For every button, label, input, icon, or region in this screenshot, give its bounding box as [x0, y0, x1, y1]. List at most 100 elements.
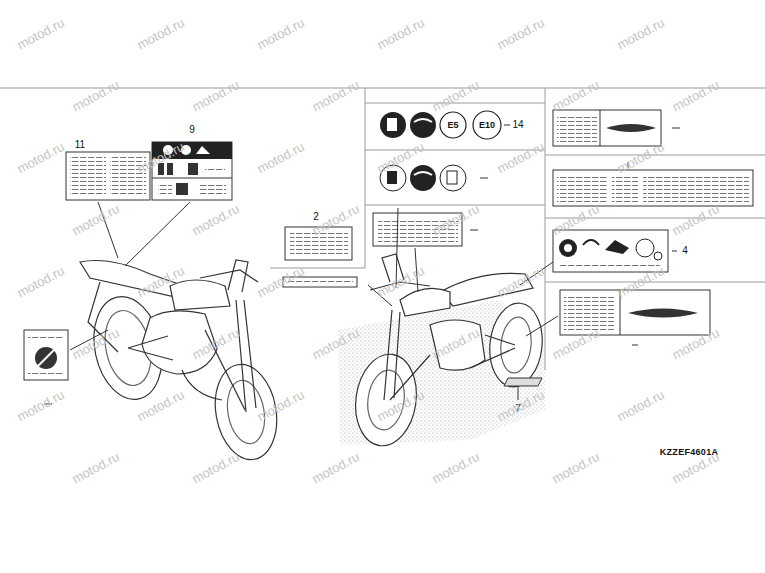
- fuel-label-icons-part: [410, 165, 436, 191]
- right-stickers-part: [553, 110, 661, 146]
- callout-number: 14: [512, 120, 523, 130]
- left-motorcycle-part: [200, 270, 258, 282]
- label-9-sticker-part: [176, 183, 188, 195]
- watermark: motod.ru: [190, 326, 241, 362]
- left-leader-lines: [70, 202, 190, 350]
- watermark: motod.ru: [70, 202, 121, 238]
- watermark: motod.ru: [430, 78, 481, 114]
- watermark: motod.ru: [310, 326, 361, 362]
- watermark: motod.ru: [135, 140, 186, 176]
- watermark: motod.ru: [310, 78, 361, 114]
- watermark: motod.ru: [615, 16, 666, 52]
- watermark: motod.ru: [15, 140, 66, 176]
- right-stickers-part: [557, 114, 597, 142]
- watermark: motod.ru: [255, 388, 306, 424]
- watermark: motod.ru: [70, 326, 121, 362]
- watermark: motod.ru: [670, 78, 721, 114]
- strip-decal: [504, 378, 542, 386]
- watermark: motod.ru: [670, 326, 721, 362]
- right-stickers-part: [560, 262, 660, 268]
- watermark: motod.ru: [70, 78, 121, 114]
- label-9-sticker-part: [158, 184, 172, 194]
- right-stickers-part: [605, 240, 629, 254]
- panel-dividers-part: [365, 205, 545, 206]
- right-motorcycle-part-part: [430, 320, 485, 370]
- watermark: motod.ru: [670, 202, 721, 238]
- right-motorcycle-part-part: [486, 301, 546, 390]
- watermark: motod.ru: [375, 388, 426, 424]
- small-warning-sticker-part: [38, 350, 54, 366]
- label-9-sticker-part: [200, 184, 226, 194]
- right-stickers: [553, 110, 753, 345]
- right-stickers-part: [583, 240, 599, 245]
- left-motorcycle-part: [170, 280, 230, 310]
- fuel-icon-text: E5: [447, 121, 458, 130]
- fuel-label-icons-part: [447, 171, 457, 184]
- watermark: motod.ru: [615, 388, 666, 424]
- watermark: motod.ru: [255, 140, 306, 176]
- fuel-label-icons-part: [410, 112, 436, 138]
- right-motorcycle-part-part: [498, 316, 534, 375]
- strip-decal-part: [504, 378, 542, 386]
- watermark: motod.ru: [310, 450, 361, 486]
- watermark: motod.ru: [375, 16, 426, 52]
- left-motorcycle-part: [182, 370, 222, 400]
- watermark: motod.ru: [190, 202, 241, 238]
- right-stickers-part: [612, 174, 638, 202]
- small-warning-sticker-part: [28, 334, 64, 340]
- left-motorcycle-part: [228, 260, 248, 292]
- panel-dividers-part: [365, 88, 366, 268]
- watermark: motod.ru: [15, 16, 66, 52]
- right-stickers-part: [628, 309, 698, 318]
- right-leader-lines-part: [518, 386, 519, 400]
- watermark: motod.ru: [495, 388, 546, 424]
- label-9-sticker-part: [196, 146, 210, 154]
- label-9-sticker-part: [205, 166, 225, 172]
- fuel-label-icons-part: [504, 125, 510, 126]
- watermark: motod.ru: [615, 264, 666, 300]
- right-motorcycle-part-part: [470, 335, 515, 368]
- watermark: motod.ru: [615, 140, 666, 176]
- left-motorcycle-part: [128, 336, 173, 360]
- small-warning-sticker-part: [28, 372, 64, 377]
- right-stickers-part: [557, 174, 607, 202]
- watermark: motod.ru: [15, 264, 66, 300]
- watermark: motod.ru: [430, 202, 481, 238]
- label-11-sticker-part: [70, 156, 106, 196]
- left-motorcycle: [80, 260, 284, 464]
- watermark: motod.ru: [550, 202, 601, 238]
- panel-dividers-part: [545, 282, 765, 283]
- watermark: motod.ru: [15, 388, 66, 424]
- right-motorcycle-part-part: [384, 310, 392, 400]
- right-motorcycle-part-part: [394, 312, 400, 398]
- small-warning-sticker-part: [24, 330, 68, 380]
- fuel-label-icons-part: [440, 165, 466, 191]
- middle-sticker-part: [470, 230, 478, 231]
- right-stickers-part: [606, 124, 656, 132]
- right-motorcycle-part: [350, 254, 546, 450]
- watermark: motod.ru: [310, 202, 361, 238]
- label-9-sticker-part: [152, 178, 232, 179]
- watermark: motod.ru: [375, 264, 426, 300]
- watermark: motod.ru: [255, 264, 306, 300]
- right-stickers-part: [632, 345, 638, 346]
- right-stickers-part: [636, 239, 654, 257]
- small-warning-sticker-part: [35, 347, 57, 369]
- right-stickers-part: [564, 294, 614, 330]
- right-stickers-part: [672, 128, 680, 129]
- callout-number: 11: [75, 140, 85, 150]
- fuel-label-icons-part: [414, 119, 432, 122]
- fuel-label-icons-part: [480, 178, 488, 179]
- right-motorcycle-part-part: [400, 288, 450, 316]
- watermark: motod.ru: [495, 16, 546, 52]
- right-stickers-part: [600, 110, 601, 146]
- right-stickers-part: [553, 230, 668, 272]
- fuel-label-icons-part: [387, 118, 397, 131]
- watermark: motod.ru: [190, 78, 241, 114]
- fuel-label-icons-part: [440, 112, 466, 138]
- watermark: motod.ru: [550, 326, 601, 362]
- watermark: motod.ru: [495, 264, 546, 300]
- watermark: motod.ru: [375, 140, 426, 176]
